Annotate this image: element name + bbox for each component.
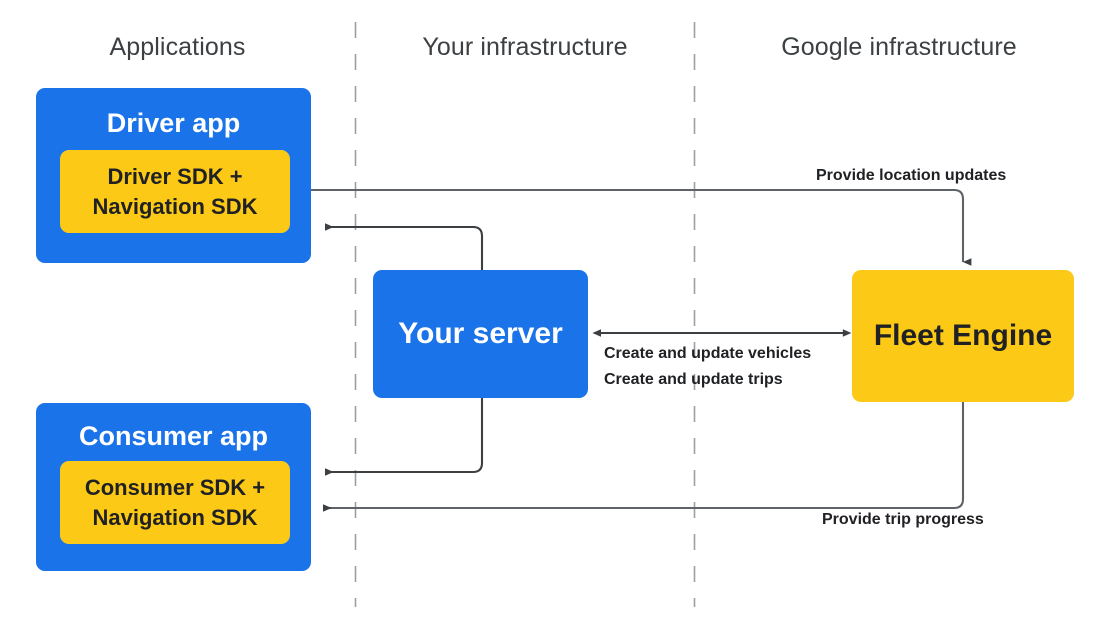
fleet-engine-title: Fleet Engine bbox=[873, 319, 1053, 352]
node-driver-app[interactable]: Driver app Driver SDK + Navigation SDK bbox=[36, 88, 311, 263]
column-header-google-infrastructure: Google infrastructure bbox=[781, 33, 1017, 61]
edge-label-create-and-update-vehicles: Create and update vehicles bbox=[604, 345, 812, 362]
driver-app-title: Driver app bbox=[106, 108, 241, 138]
edge-label-provide-trip-progress: Provide trip progress bbox=[822, 511, 984, 528]
node-your-server[interactable]: Your server bbox=[373, 270, 588, 398]
your-server-title: Your server bbox=[398, 317, 563, 350]
edge-your-server-to-consumer-app bbox=[325, 398, 484, 476]
edge-label-provide-location-updates: Provide location updates bbox=[816, 167, 1007, 184]
node-fleet-engine[interactable]: Fleet Engine bbox=[852, 270, 1074, 402]
consumer-app-title: Consumer app bbox=[78, 421, 269, 451]
node-consumer-sdk[interactable]: Consumer SDK + Navigation SDK bbox=[60, 461, 290, 544]
node-consumer-app[interactable]: Consumer app Consumer SDK + Navigation S… bbox=[36, 403, 311, 571]
column-header-your-infrastructure: Your infrastructure bbox=[422, 33, 628, 61]
edge-label-create-and-update-trips: Create and update trips bbox=[604, 371, 783, 388]
edge-your-server-to-driver-app bbox=[325, 223, 484, 270]
edge-driver-sdk-to-fleet-engine bbox=[290, 188, 972, 266]
edge-fleet-engine-to-consumer-sdk bbox=[323, 402, 965, 512]
column-header-applications: Applications bbox=[109, 33, 246, 61]
driver-sdk-line-1: Driver SDK + bbox=[107, 164, 243, 190]
driver-sdk-line-2: Navigation SDK bbox=[92, 193, 258, 219]
consumer-sdk-line-2: Navigation SDK bbox=[92, 504, 258, 530]
consumer-sdk-line-1: Consumer SDK + bbox=[84, 475, 266, 501]
node-driver-sdk[interactable]: Driver SDK + Navigation SDK bbox=[60, 150, 290, 233]
